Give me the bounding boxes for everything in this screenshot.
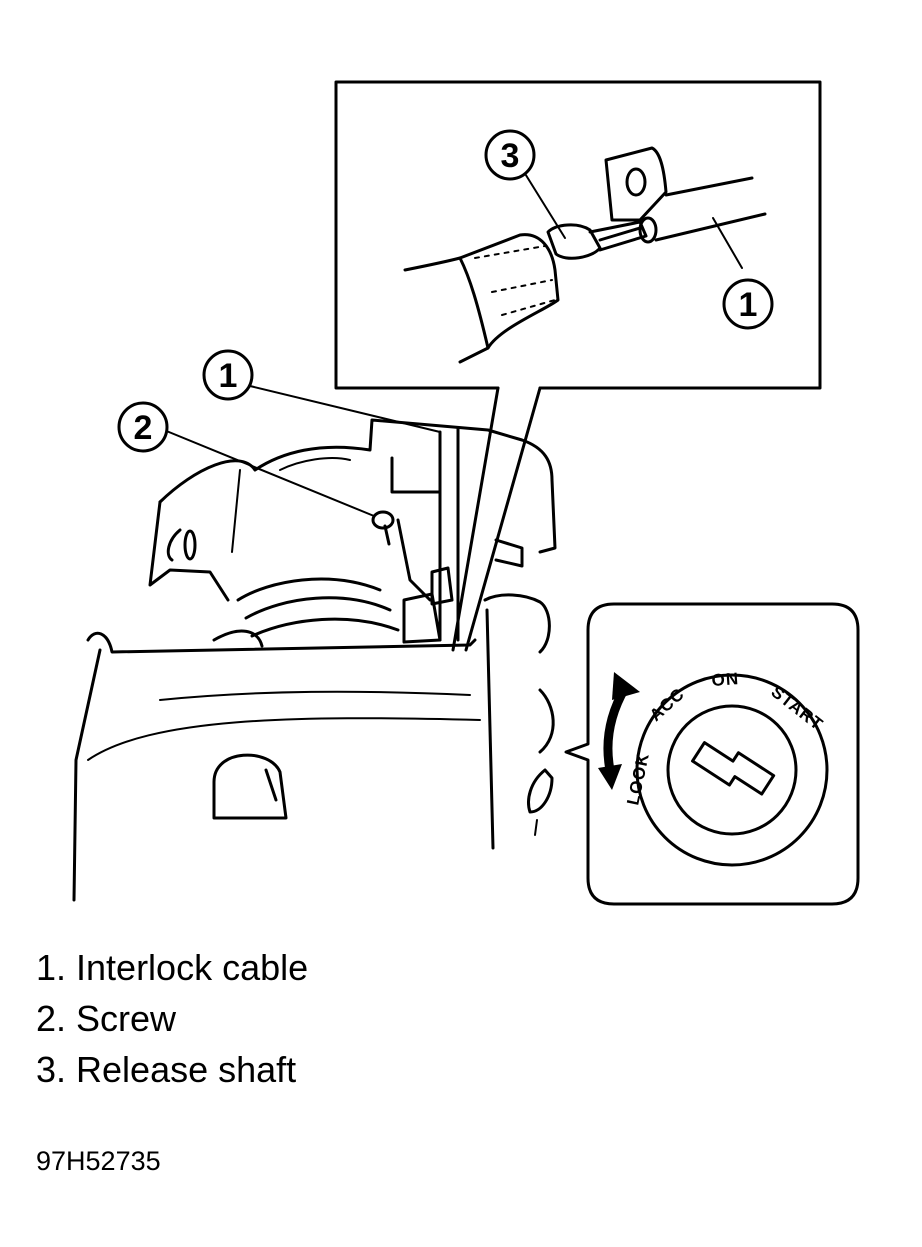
main-callout-1: 1: [202, 349, 441, 433]
detail-callout-1: 1: [722, 278, 774, 330]
main-callout-2-label: 2: [134, 409, 153, 447]
hand-holding-tool: [403, 220, 648, 364]
legend-item-interlock-cable: 1. Interlock cable: [36, 947, 309, 988]
inset-bracket-cable: [604, 146, 767, 269]
steering-column-assembly: [72, 418, 557, 902]
figure-id: 97H52735: [36, 1146, 161, 1176]
detail-callout-3-label: 3: [501, 137, 520, 175]
ignition-switch-inset: LOOK ACC ON START: [564, 602, 860, 906]
ignition-position-labels: LOOK ACC ON START: [623, 669, 827, 807]
position-label-start: START: [768, 682, 827, 734]
rotation-arrow: [598, 672, 640, 790]
interlock-cable-diagram: 3 1: [72, 80, 860, 906]
detail-callout-1-label: 1: [739, 286, 758, 324]
detail-callout-3: 3: [484, 129, 566, 239]
position-label-on: ON: [711, 669, 740, 690]
main-callout-1-label: 1: [219, 357, 238, 395]
main-callout-2: 2: [117, 401, 375, 517]
legend: 1. Interlock cable 2. Screw 3. Release s…: [36, 942, 308, 1095]
detail-inset: 3 1: [334, 80, 822, 652]
legend-item-release-shaft: 3. Release shaft: [36, 1049, 297, 1090]
legend-item-screw: 2. Screw: [36, 998, 177, 1039]
position-label-lock: LOOK: [623, 751, 653, 807]
key-slot: [691, 741, 776, 796]
